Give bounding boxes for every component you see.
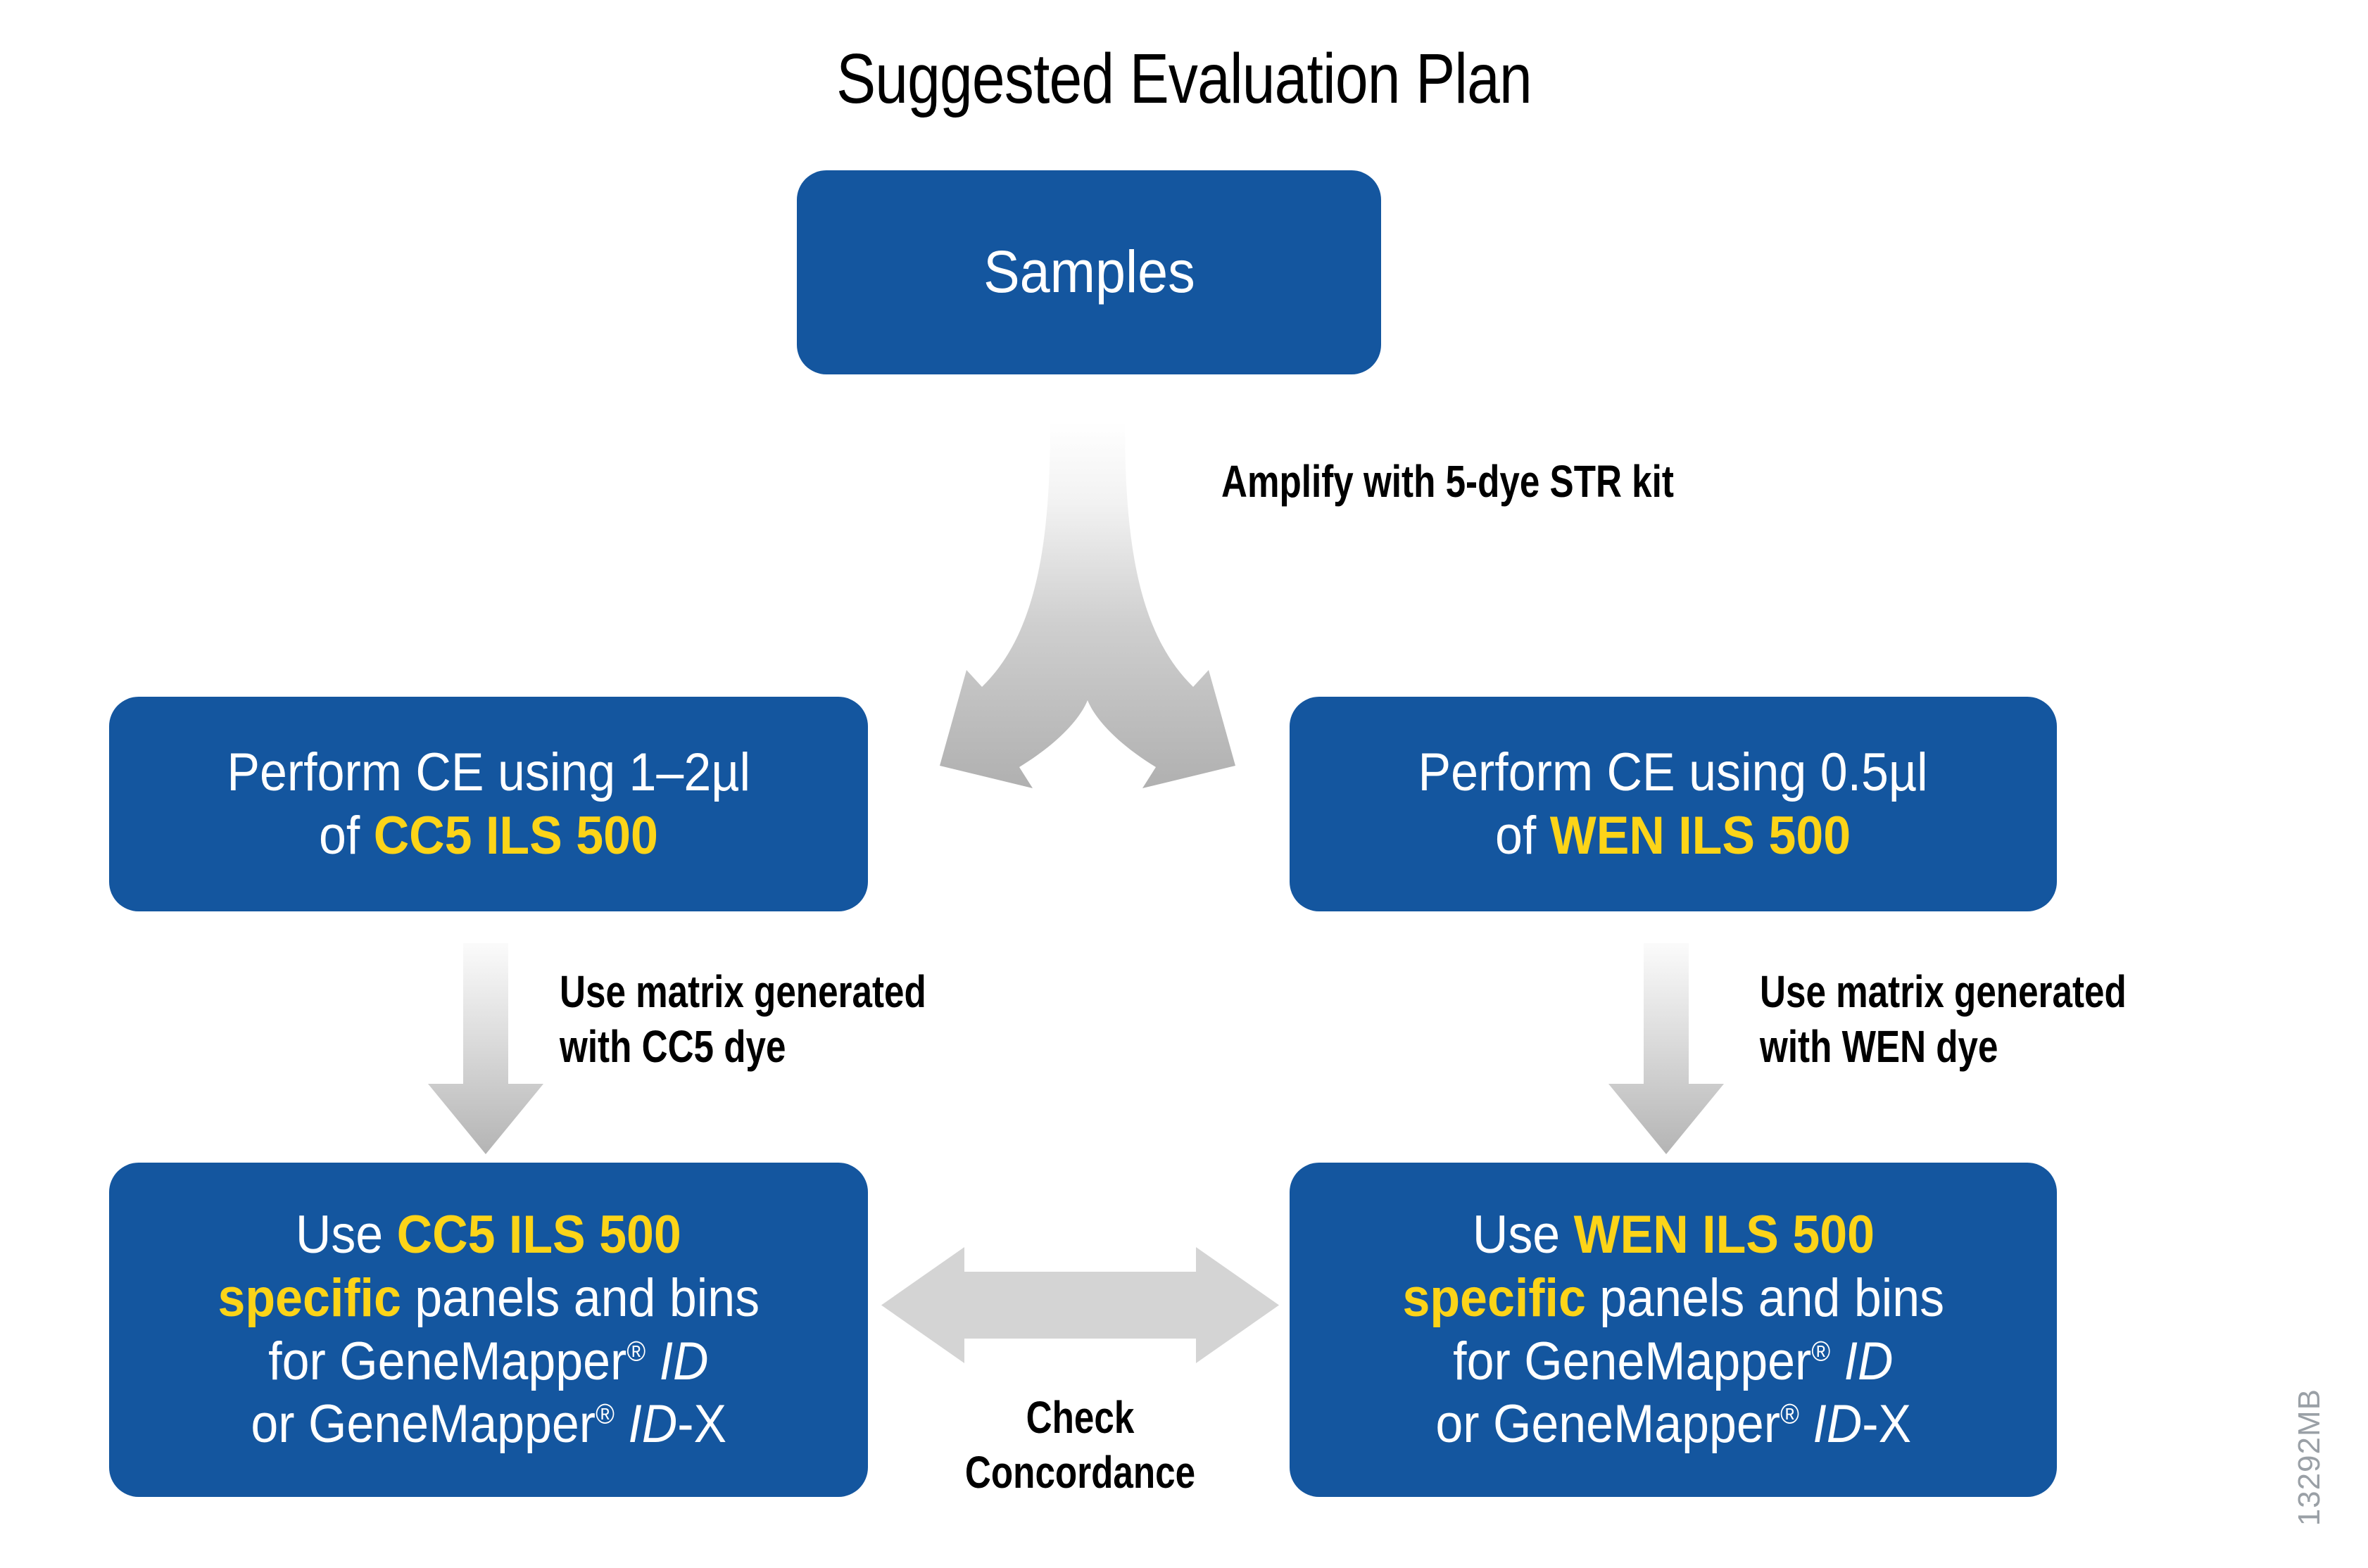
- connector-label-amplify: Amplify with 5-dye STR kit: [1221, 456, 1674, 507]
- node-panels-right-line3: for GeneMapper® ID: [1453, 1331, 1894, 1391]
- highlight-specific: specific: [1402, 1267, 1586, 1328]
- node-panels-right-line1: Use WEN ILS 500: [1472, 1205, 1875, 1265]
- highlight-cc5-ils-500: CC5 ILS 500: [373, 805, 658, 866]
- node-ce-left-line1: Perform CE using 1–2µl: [227, 742, 750, 802]
- registered-mark: ®: [1780, 1398, 1799, 1430]
- connector-label-matrix-cc5: Use matrix generated with CC5 dye: [560, 966, 926, 1073]
- highlight-wen-ils-500: WEN ILS 500: [1550, 805, 1851, 866]
- node-ce-right-line1: Perform CE using 0.5µl: [1418, 742, 1929, 802]
- node-panels-bins-cc5[interactable]: Use CC5 ILS 500 specific panels and bins…: [109, 1163, 868, 1497]
- highlight-specific: specific: [218, 1267, 401, 1328]
- node-panels-left-line1: Use CC5 ILS 500: [296, 1205, 681, 1265]
- page-title: Suggested Evaluation Plan: [836, 39, 1532, 118]
- node-perform-ce-cc5[interactable]: Perform CE using 1–2µl of CC5 ILS 500: [109, 697, 868, 911]
- node-panels-left-line2: specific panels and bins: [218, 1267, 760, 1328]
- node-panels-left-line4: or GeneMapper® ID-X: [251, 1394, 726, 1455]
- split-arrow-down-icon: [940, 422, 1235, 788]
- node-perform-ce-wen[interactable]: Perform CE using 0.5µl of WEN ILS 500: [1290, 697, 2057, 911]
- node-panels-bins-wen[interactable]: Use WEN ILS 500 specific panels and bins…: [1290, 1163, 2057, 1497]
- connector-label-matrix-wen: Use matrix generated with WEN dye: [1760, 966, 2127, 1073]
- registered-mark: ®: [595, 1398, 615, 1430]
- highlight-wen-ils-500: WEN ILS 500: [1573, 1205, 1875, 1265]
- registered-mark: ®: [1811, 1336, 1831, 1367]
- node-samples-label: Samples: [983, 239, 1195, 305]
- arrow-down-icon: [428, 943, 543, 1154]
- node-ce-right-line2: of WEN ILS 500: [1495, 805, 1851, 866]
- connector-label-check-concordance: Check Concordance: [964, 1392, 1196, 1498]
- node-panels-left-line3: for GeneMapper® ID: [268, 1331, 709, 1391]
- highlight-cc5-ils-500: CC5 ILS 500: [396, 1205, 681, 1265]
- document-code: 13292MB: [2292, 1388, 2326, 1526]
- registered-mark: ®: [626, 1336, 646, 1367]
- node-samples[interactable]: Samples: [797, 170, 1381, 374]
- double-headed-arrow-icon: [881, 1247, 1279, 1363]
- arrow-down-icon: [1608, 943, 1724, 1154]
- node-ce-left-line2: of CC5 ILS 500: [319, 805, 658, 866]
- node-panels-right-line4: or GeneMapper® ID-X: [1435, 1394, 1911, 1455]
- node-panels-right-line2: specific panels and bins: [1402, 1267, 1944, 1328]
